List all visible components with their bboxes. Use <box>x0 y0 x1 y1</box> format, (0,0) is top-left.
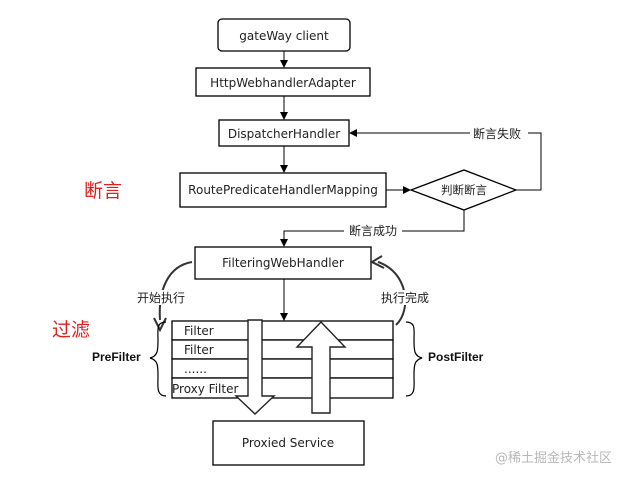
decision-label: 判断断言 <box>441 183 487 197</box>
dispatcher-node <box>218 119 350 147</box>
filter-label-1: Filter <box>184 324 214 338</box>
prefilter-brace <box>149 321 167 397</box>
up-block-arrow <box>295 320 347 414</box>
edge-fail-loop <box>349 129 542 191</box>
filter-row-4 <box>171 377 394 399</box>
prefilter-label: PreFilter <box>92 350 141 364</box>
dispatcher-label: DispatcherHandler <box>228 127 340 141</box>
done-label-bg <box>378 290 432 305</box>
done-arrowhead <box>369 255 385 269</box>
proxied-label: Proxied Service <box>242 436 334 450</box>
filter-label-2: Filter <box>184 343 214 357</box>
filter-label-3: ...... <box>184 362 207 376</box>
start-curve <box>158 261 193 321</box>
predicate-section-title: 断言 <box>84 180 122 202</box>
client-label: gateWay client <box>239 29 329 43</box>
adapter-node <box>195 67 371 97</box>
success-label: 断言成功 <box>349 223 397 238</box>
filtering-node <box>194 246 372 280</box>
postfilter-label: PostFilter <box>428 350 484 364</box>
mapping-label: RoutePredicateHandlerMapping <box>188 183 378 197</box>
down-block-arrow <box>234 319 276 415</box>
start-label: 开始执行 <box>137 291 185 305</box>
proxied-node <box>212 420 365 466</box>
done-label: 执行完成 <box>381 290 429 305</box>
adapter-label: HttpWebhandlerAdapter <box>210 76 356 90</box>
filter-section-title: 过滤 <box>52 319 90 341</box>
fail-label-bg <box>470 126 528 141</box>
postfilter-brace <box>405 321 423 397</box>
fail-label: 断言失败 <box>473 126 521 141</box>
watermark: @稀土掘金技术社区 <box>495 450 612 466</box>
filter-label-4: Proxy Filter <box>172 382 238 396</box>
start-label-bg <box>134 290 188 305</box>
filtering-label: FilteringWebHandler <box>222 256 344 270</box>
mapping-node <box>179 172 387 208</box>
success-label-bg <box>344 223 402 238</box>
